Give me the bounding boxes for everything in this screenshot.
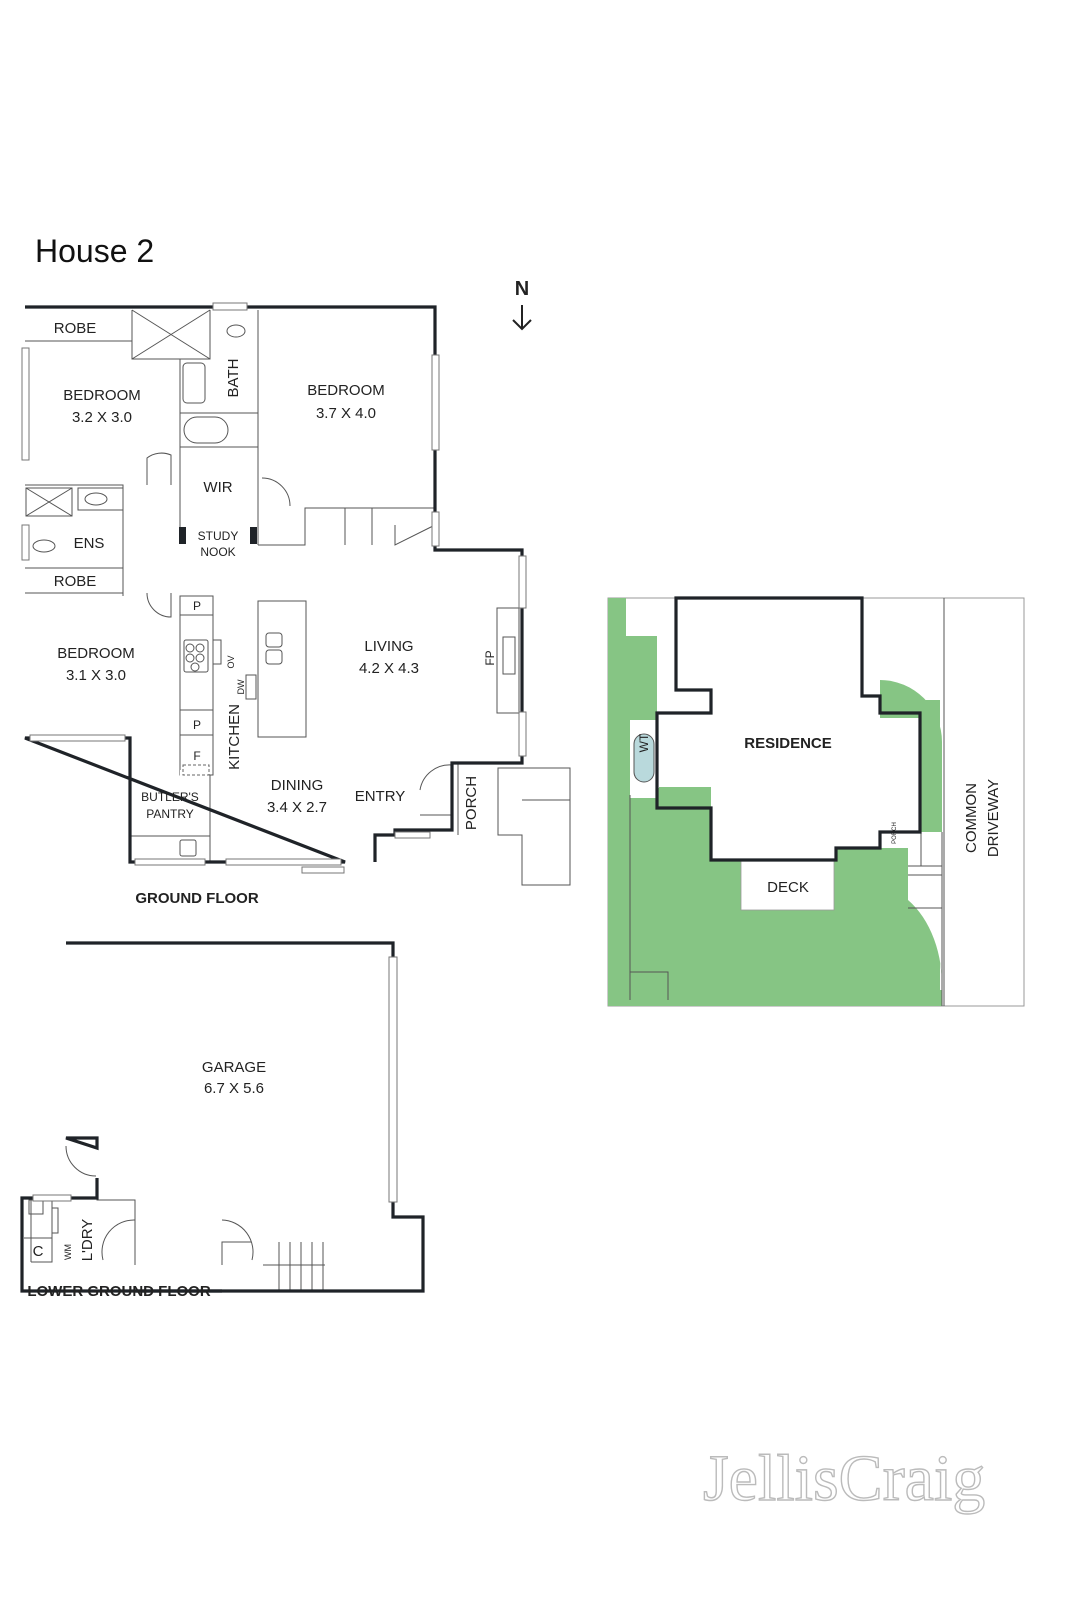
room-label-pantry: P	[193, 718, 201, 732]
room-label-garage: GARAGE	[202, 1059, 266, 1076]
room-size-bedroom: 3.7 X 4.0	[316, 405, 376, 422]
room-size-dining: 3.4 X 2.7	[267, 799, 327, 816]
plan-title: House 2	[35, 233, 154, 269]
site-label-residence: RESIDENCE	[744, 735, 832, 752]
room-label-study-nook: NOOK	[200, 545, 235, 559]
room-label-study-nook: STUDY	[198, 529, 239, 543]
room-label-entry: ENTRY	[355, 788, 406, 805]
room-label-laundry: L'DRY	[79, 1219, 96, 1262]
site-label-common-driveway: COMMON	[963, 783, 980, 853]
site-plan: RESIDENCE WT DECK PORCH COMMON DRIVEWAY	[607, 596, 1025, 1007]
room-size-garage: 6.7 X 5.6	[204, 1080, 264, 1097]
label-washing-machine: WM	[63, 1244, 73, 1260]
site-label-porch: PORCH	[892, 822, 898, 844]
label-dishwasher: DW	[236, 679, 246, 694]
lower-ground-floor-plan: GARAGE 6.7 X 5.6 WM L'DRY C LOWER GROUND…	[20, 941, 425, 1300]
label-oven: OV	[226, 655, 236, 668]
windows	[21, 302, 527, 874]
floor-label-lower-ground: LOWER GROUND FLOOR	[27, 1283, 210, 1300]
room-label-living: LIVING	[364, 638, 413, 655]
site-label-water-tank: WT	[637, 733, 651, 752]
interior-walls	[25, 309, 571, 886]
room-label-bath: BATH	[225, 359, 242, 398]
site-label-deck: DECK	[767, 879, 809, 896]
room-label-wir: WIR	[203, 479, 232, 496]
room-label-bedroom: BEDROOM	[307, 382, 385, 399]
floor-label-ground: GROUND FLOOR	[135, 890, 258, 907]
north-label: N	[515, 278, 529, 300]
brand-logo: JellisCraig	[703, 1442, 985, 1515]
room-label-fridge: F	[193, 749, 200, 763]
site-label-common-driveway: DRIVEWAY	[985, 779, 1002, 857]
ground-floor-plan: ROBE BEDROOM 3.2 X 3.0 BATH BEDROOM 3.7 …	[21, 302, 571, 907]
room-size-living: 4.2 X 4.3	[359, 660, 419, 677]
room-label-butlers-pantry: PANTRY	[146, 807, 194, 821]
north-arrow-icon: N	[512, 278, 532, 331]
room-label-cupboard: C	[33, 1243, 44, 1260]
room-label-pantry: P	[193, 599, 201, 613]
room-label-bedroom: BEDROOM	[57, 645, 135, 662]
room-size-bedroom: 3.2 X 3.0	[72, 409, 132, 426]
room-label-bedroom: BEDROOM	[63, 387, 141, 404]
room-label-butlers-pantry: BUTLER'S	[141, 790, 199, 804]
room-label-kitchen: KITCHEN	[226, 704, 243, 770]
room-label-porch: PORCH	[463, 776, 480, 830]
room-label-ens: ENS	[74, 535, 105, 552]
room-label-robe: ROBE	[54, 320, 97, 337]
label-fireplace: FP	[483, 650, 497, 665]
room-label-robe: ROBE	[54, 573, 97, 590]
room-size-bedroom: 3.1 X 3.0	[66, 667, 126, 684]
room-label-dining: DINING	[271, 777, 324, 794]
